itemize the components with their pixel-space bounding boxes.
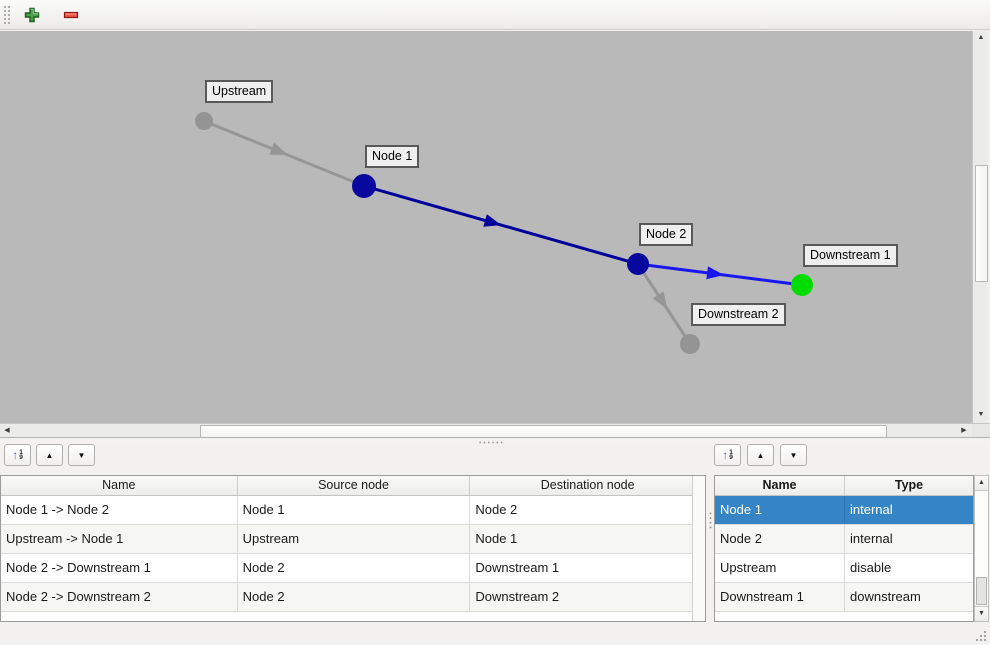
empty-partial-row <box>1 612 705 621</box>
table-cell[interactable]: Upstream -> Node 1 <box>1 525 238 553</box>
horizontal-splitter[interactable] <box>0 437 990 446</box>
table-cell[interactable]: Node 2 <box>238 554 471 582</box>
main-toolbar <box>0 0 990 30</box>
remove-button[interactable] <box>59 3 83 27</box>
window-resize-grip[interactable] <box>975 630 988 643</box>
table-cell[interactable]: Upstream <box>238 525 471 553</box>
table-cell[interactable]: disable <box>850 560 892 575</box>
toolbar-drag-handle[interactable] <box>3 4 11 25</box>
table-cell[interactable]: Node 2 <box>715 525 845 553</box>
table-cell[interactable]: Node 1 -> Node 2 <box>1 496 238 524</box>
node-label[interactable]: Node 1 <box>365 145 420 168</box>
table-cell[interactable]: Node 2 <box>238 583 471 611</box>
table-cell[interactable]: downstream <box>850 589 921 604</box>
edge-arrow-icon <box>483 214 502 227</box>
table-row[interactable]: Downstream 1 downstream <box>715 583 973 612</box>
links-move-down-button[interactable]: ▼ <box>68 444 95 466</box>
table-row[interactable]: Node 2 internal <box>715 525 973 554</box>
minus-icon <box>62 6 80 24</box>
canvas-vertical-scrollbar[interactable]: ▲ ▼ <box>972 31 988 423</box>
scroll-right-icon[interactable]: ▶ <box>961 427 967 434</box>
table-cell[interactable]: internal <box>850 531 893 546</box>
edge-arrow-icon <box>269 142 288 155</box>
nodes-scroll-thumb[interactable] <box>976 577 987 605</box>
node-label[interactable]: Upstream <box>205 80 274 103</box>
node-label[interactable]: Downstream 2 <box>691 303 786 326</box>
vertical-scroll-thumb[interactable] <box>975 165 988 282</box>
scroll-left-icon[interactable]: ◀ <box>4 427 10 434</box>
table-header-row: Name Type <box>715 476 973 496</box>
up-triangle-icon: ▲ <box>756 450 765 460</box>
table-cell[interactable]: Node 1 <box>238 496 471 524</box>
nodes-move-down-button[interactable]: ▼ <box>780 444 807 466</box>
table-cell[interactable]: Node 1 <box>475 531 518 546</box>
edge-arrow-icon <box>652 291 668 310</box>
graph-node[interactable] <box>791 274 813 296</box>
plus-icon <box>23 6 41 24</box>
column-header[interactable]: Source node <box>238 476 471 495</box>
nodes-table-scrollbar[interactable]: ▲ ▼ <box>974 475 989 622</box>
node-label[interactable]: Downstream 1 <box>803 244 898 267</box>
column-header[interactable]: Name <box>1 476 238 495</box>
down-triangle-icon: ▼ <box>77 450 86 460</box>
graph-node[interactable] <box>627 253 649 275</box>
column-header[interactable]: Destination node <box>540 478 635 492</box>
scroll-up-icon[interactable]: ▲ <box>975 476 988 491</box>
column-header[interactable]: Type <box>894 478 924 492</box>
scroll-up-icon[interactable]: ▲ <box>977 34 985 41</box>
links-move-up-button[interactable]: ▲ <box>36 444 63 466</box>
node-label[interactable]: Node 2 <box>639 223 694 246</box>
table-cell[interactable]: Downstream 1 <box>475 560 560 575</box>
table-cell[interactable]: Node 1 <box>715 496 845 524</box>
scroll-down-icon[interactable]: ▼ <box>977 411 985 418</box>
table-cell[interactable]: Node 2 -> Downstream 1 <box>1 554 238 582</box>
vertical-splitter-handle[interactable] <box>709 511 712 530</box>
links-table-gutter <box>692 476 705 621</box>
table-cell[interactable]: internal <box>850 502 893 517</box>
splitter-handle-dots <box>478 441 504 444</box>
table-row[interactable]: Node 1 internal <box>715 496 973 525</box>
add-button[interactable] <box>20 3 44 27</box>
table-cell[interactable]: Node 2 <box>475 502 518 517</box>
graph-node[interactable] <box>195 112 213 130</box>
table-cell[interactable]: Downstream 1 <box>715 583 845 611</box>
scroll-down-icon[interactable]: ▼ <box>975 606 988 621</box>
down-triangle-icon: ▼ <box>789 450 798 460</box>
empty-partial-row <box>715 612 973 621</box>
graph-svg <box>195 112 813 354</box>
nodes-move-up-button[interactable]: ▲ <box>747 444 774 466</box>
canvas-horizontal-scrollbar[interactable]: ◀ ▶ <box>0 423 972 438</box>
table-cell[interactable]: Node 2 -> Downstream 2 <box>1 583 238 611</box>
table-cell[interactable]: Upstream <box>715 554 845 582</box>
graph-node[interactable] <box>352 174 376 198</box>
up-triangle-icon: ▲ <box>45 450 54 460</box>
column-header[interactable]: Name <box>715 476 845 495</box>
table-cell[interactable]: Downstream 2 <box>475 589 560 604</box>
graph-node[interactable] <box>680 334 700 354</box>
table-row[interactable]: Upstream disable <box>715 554 973 583</box>
scrollbar-corner <box>972 423 990 437</box>
edge-arrow-icon <box>706 266 724 280</box>
